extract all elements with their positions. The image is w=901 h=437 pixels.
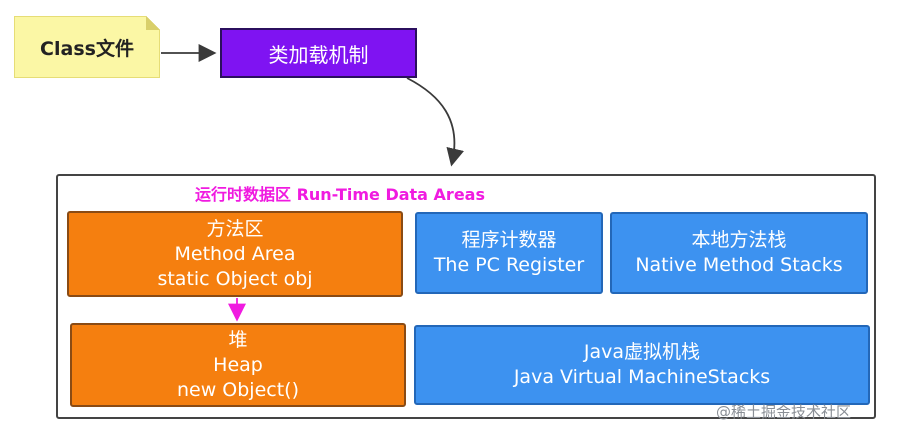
pc-register-line-1: 程序计数器 bbox=[461, 229, 557, 251]
class-file-label: Class文件 bbox=[40, 37, 134, 60]
method-area-line-1: 方法区 bbox=[206, 217, 264, 240]
class-file-note: Class文件 bbox=[14, 16, 160, 78]
arrow-loader-to-runtime bbox=[406, 77, 465, 167]
native-stacks-line-2: Native Method Stacks bbox=[635, 254, 843, 276]
pc-register-box: 程序计数器 The PC Register bbox=[415, 212, 603, 294]
heap-line-3: new Object() bbox=[176, 378, 299, 401]
class-loading-box: 类加载机制 bbox=[220, 28, 417, 78]
method-area-line-2: Method Area bbox=[174, 242, 296, 265]
heap-line-1: 堆 bbox=[228, 328, 248, 351]
native-stacks-line-1: 本地方法栈 bbox=[691, 229, 787, 251]
native-method-stacks-box: 本地方法栈 Native Method Stacks bbox=[610, 212, 868, 294]
heap-box: 堆 Heap new Object() bbox=[70, 323, 406, 407]
runtime-data-areas-title: 运行时数据区 Run-Time Data Areas bbox=[195, 185, 485, 204]
heap-line-2: Heap bbox=[213, 353, 263, 376]
watermark-text: @稀土掘金技术社区 bbox=[716, 403, 852, 421]
class-loading-label: 类加载机制 bbox=[268, 42, 369, 67]
jvm-stacks-line-2: Java Virtual MachineStacks bbox=[513, 366, 771, 388]
jvm-stacks-box: Java虚拟机栈 Java Virtual MachineStacks bbox=[414, 325, 870, 405]
jvm-stacks-line-1: Java虚拟机栈 bbox=[583, 341, 701, 363]
note-fold-corner bbox=[146, 16, 160, 30]
method-area-line-3: static Object obj bbox=[157, 267, 313, 290]
pc-register-line-2: The PC Register bbox=[433, 254, 585, 276]
method-area-box: 方法区 Method Area static Object obj bbox=[67, 211, 403, 297]
